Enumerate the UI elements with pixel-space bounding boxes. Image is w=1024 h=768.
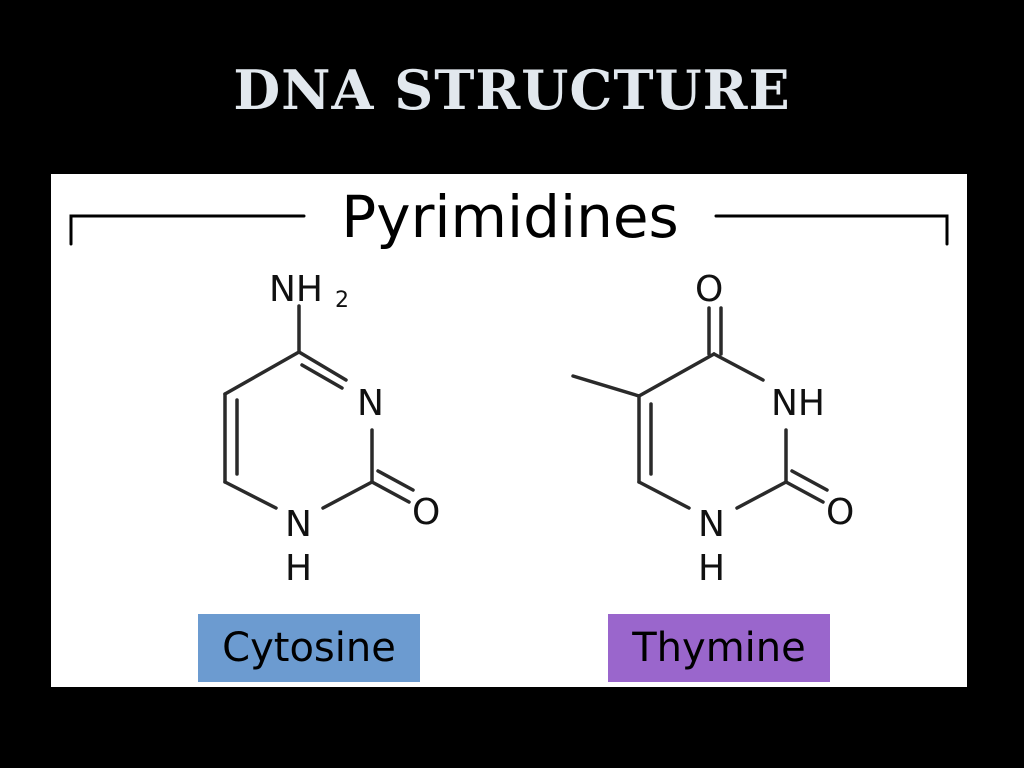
- thymine-top-o-label: O: [695, 269, 723, 310]
- thymine-structure: [571, 306, 829, 510]
- cytosine-nh-n-label: N: [285, 504, 312, 545]
- thymine-name-label: Thymine: [608, 614, 830, 682]
- thymine-nh-h-label: H: [698, 548, 725, 589]
- thymine-carbonyl-o-label: O: [826, 492, 854, 533]
- cytosine-nh-h-label: H: [285, 548, 312, 589]
- cytosine-amine-subscript: 2: [335, 288, 349, 313]
- cytosine-name-label: Cytosine: [198, 614, 420, 682]
- pyrimidines-diagram: Pyrimidines: [69, 183, 949, 589]
- pyrimidines-diagram-panel: Pyrimidines: [51, 174, 967, 687]
- cytosine-ring-n-label: N: [357, 383, 384, 424]
- cytosine-structure: [223, 304, 415, 510]
- cytosine-amine-label: NH: [269, 269, 323, 310]
- thymine-nh-n-label: N: [698, 504, 725, 545]
- pyrimidines-label: Pyrimidines: [341, 183, 678, 251]
- cytosine-carbonyl-o-label: O: [412, 492, 440, 533]
- slide-title: DNA STRUCTURE: [233, 58, 791, 122]
- thymine-ring-nh-label: NH: [771, 383, 825, 424]
- pyrimidines-bracket: [69, 214, 949, 246]
